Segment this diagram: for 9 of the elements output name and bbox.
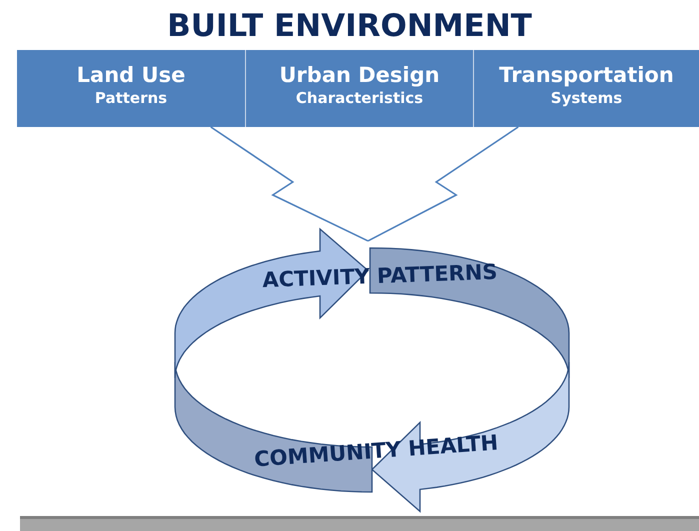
category-box: Urban Design Characteristics <box>245 50 473 127</box>
funnel-line <box>210 126 368 242</box>
curved-arrow <box>369 247 570 513</box>
funnel-line <box>368 126 519 242</box>
arrow-label: COMMUNITY HEALTH <box>253 430 499 472</box>
title: BUILT ENVIRONMENT <box>166 8 533 44</box>
category-box: Transportation Systems <box>473 50 699 127</box>
curved-arrow <box>174 228 373 493</box>
category-box: Land Use Patterns <box>17 50 245 127</box>
